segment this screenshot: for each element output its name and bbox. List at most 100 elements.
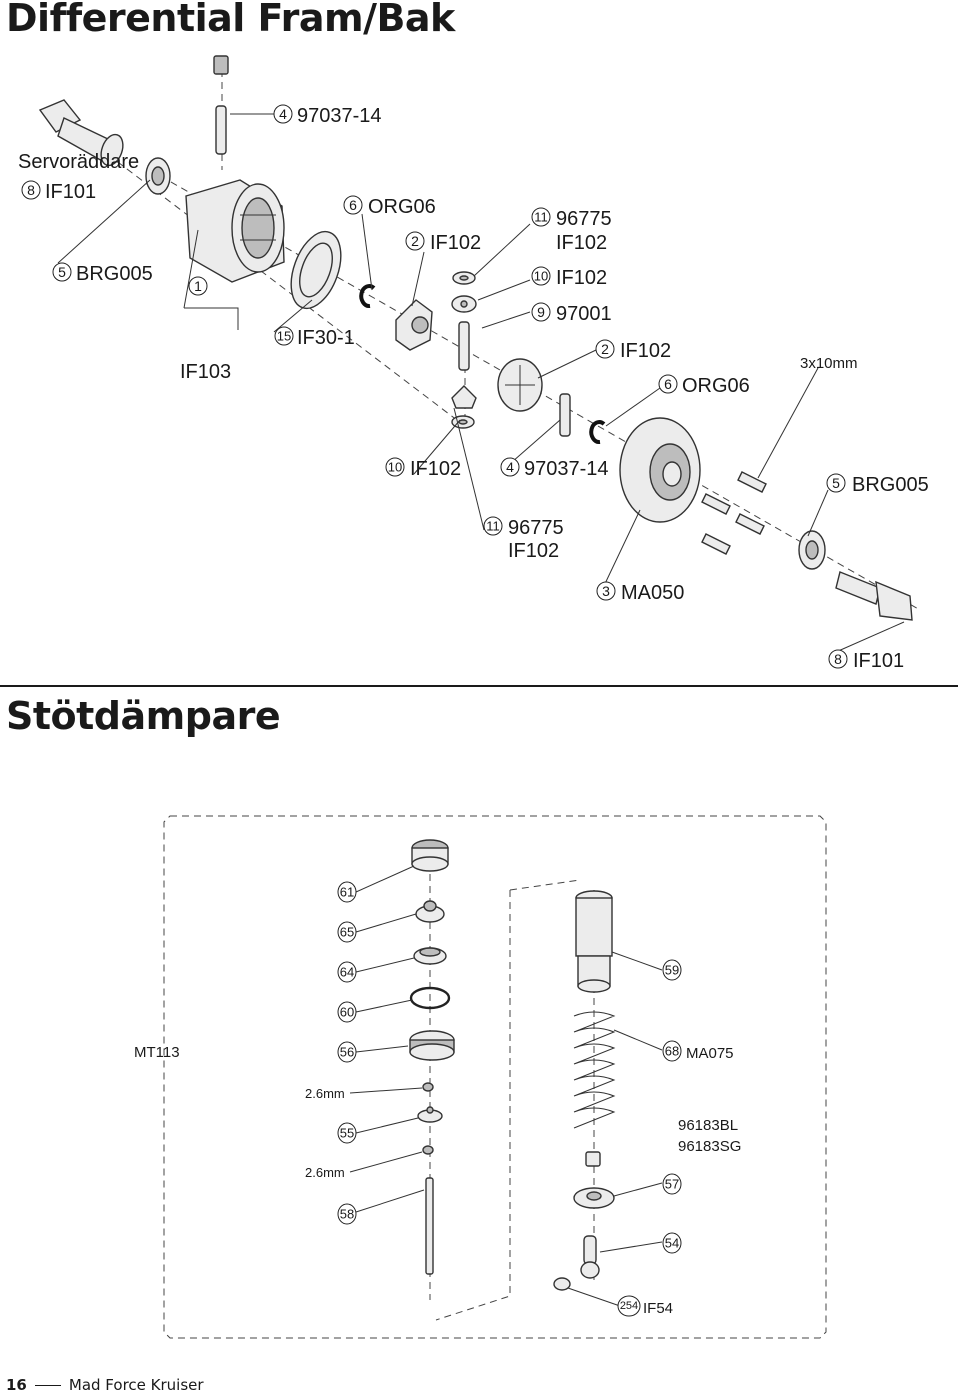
seal-icon [413, 947, 447, 965]
page-number: 16 [6, 1376, 27, 1394]
differential-case-icon [185, 179, 285, 283]
label-size-2-6mm-b: 2.6mm [305, 1165, 345, 1180]
callout-68: 68 [662, 1040, 682, 1062]
callout-3: 3 [596, 581, 616, 601]
callout-15: 15 [274, 326, 294, 346]
screw-icon [701, 471, 767, 555]
page-footer: 16 Mad Force Kruiser [6, 1376, 204, 1394]
svg-text:58: 58 [340, 1207, 354, 1222]
label-if102-f: IF102 [508, 540, 559, 562]
callout-5a: 5 [52, 262, 72, 282]
label-if30-1: IF30-1 [297, 327, 355, 349]
section-title-shocks: Stötdämpare [6, 694, 281, 738]
outdrive-cup-icon [38, 99, 124, 167]
svg-text:59: 59 [665, 963, 679, 978]
callout-56: 56 [337, 1041, 357, 1063]
spacer-icon [585, 1151, 601, 1167]
shock-shaft-icon [425, 1177, 434, 1275]
bevel-gear-icon [395, 299, 433, 351]
e-clip-icon [589, 420, 606, 445]
svg-text:55: 55 [340, 1126, 354, 1141]
callout-2a: 2 [405, 231, 425, 251]
label-org06-right: ORG06 [682, 375, 750, 397]
label-if102-d: IF102 [620, 340, 671, 362]
e-clip-icon [359, 284, 376, 309]
svg-text:5: 5 [832, 475, 840, 491]
label-96183bl: 96183BL [678, 1117, 738, 1134]
label-ma075: MA075 [686, 1045, 734, 1062]
svg-text:61: 61 [340, 885, 354, 900]
shock-body-icon [575, 890, 613, 993]
callout-5b: 5 [826, 473, 846, 493]
label-if102-c: IF102 [556, 267, 607, 289]
ring-gear-icon [619, 417, 701, 523]
label-96775-top: 96775 [556, 208, 612, 230]
callout-254: 254 [617, 1295, 641, 1317]
callout-2b: 2 [595, 339, 615, 359]
ball-end-icon [553, 1277, 571, 1291]
shock-diagram: 61 65 64 60 56 55 58 59 68 57 54 254 MT1… [134, 815, 827, 1339]
svg-text:5: 5 [58, 264, 66, 280]
svg-text:68: 68 [665, 1044, 679, 1059]
callout-6b: 6 [658, 374, 678, 394]
svg-text:15: 15 [277, 329, 291, 344]
label-if102-a: IF102 [430, 232, 481, 254]
callout-8b: 8 [828, 649, 848, 669]
washer-icon [452, 271, 476, 285]
section-title-differential: Differential Fram/Bak [6, 0, 455, 40]
svg-text:6: 6 [349, 197, 357, 213]
svg-text:1: 1 [194, 278, 202, 294]
svg-text:254: 254 [620, 1300, 638, 1312]
callout-59: 59 [662, 959, 682, 981]
e-clip-icon [422, 1145, 434, 1155]
callout-11a: 11 [531, 207, 551, 227]
callout-57: 57 [662, 1173, 682, 1195]
rod-end-icon [580, 1235, 600, 1279]
svg-text:60: 60 [340, 1005, 354, 1020]
label-mt113: MT113 [134, 1044, 180, 1061]
gasket-icon [290, 230, 342, 310]
svg-text:11: 11 [486, 519, 500, 534]
callout-4b: 4 [500, 457, 520, 477]
footer-rule [34, 1384, 61, 1386]
label-if103: IF103 [180, 361, 231, 383]
svg-text:11: 11 [534, 210, 548, 225]
label-97001: 97001 [556, 303, 612, 325]
spring-icon [573, 1011, 616, 1129]
svg-text:57: 57 [665, 1177, 679, 1192]
label-if102-e: IF102 [410, 458, 461, 480]
washer-icon [451, 415, 475, 429]
e-clip-icon [422, 1082, 434, 1092]
svg-text:3: 3 [602, 583, 610, 599]
callout-54: 54 [662, 1232, 682, 1254]
callout-4a: 4 [273, 104, 293, 124]
svg-text:56: 56 [340, 1045, 354, 1060]
svg-text:65: 65 [340, 925, 354, 940]
footer-title: Mad Force Kruiser [68, 1376, 204, 1394]
label-97037-14-top: 97037-14 [297, 105, 382, 127]
callout-10a: 10 [531, 266, 551, 286]
spider-gear-carrier-icon [497, 358, 543, 412]
label-servo-saver: Servoräddare [18, 151, 139, 173]
callout-65: 65 [337, 921, 357, 943]
label-ma050: MA050 [621, 582, 684, 604]
outdrive-cup-icon [835, 571, 913, 621]
svg-text:8: 8 [27, 182, 35, 198]
label-brg005-right: BRG005 [852, 474, 929, 496]
callout-11b: 11 [483, 516, 503, 536]
label-brg005-left: BRG005 [76, 263, 153, 285]
callout-60: 60 [337, 1001, 357, 1023]
bearing-icon [798, 530, 826, 570]
label-96775-bottom: 96775 [508, 517, 564, 539]
svg-text:54: 54 [665, 1236, 679, 1251]
differential-diagram: 4 8 5 1 15 6 2 11 10 9 2 6 10 4 11 3 5 8… [18, 55, 929, 672]
cross-pin-icon [458, 321, 470, 371]
label-97037-14-bottom: 97037-14 [524, 458, 609, 480]
label-size-2-6mm-a: 2.6mm [305, 1086, 345, 1101]
svg-text:6: 6 [664, 376, 672, 392]
bladder-icon [415, 900, 445, 923]
label-96183sg: 96183SG [678, 1138, 741, 1155]
label-screw-size: 3x10mm [800, 355, 858, 372]
svg-text:64: 64 [340, 965, 354, 980]
shock-cap-icon [411, 839, 449, 872]
